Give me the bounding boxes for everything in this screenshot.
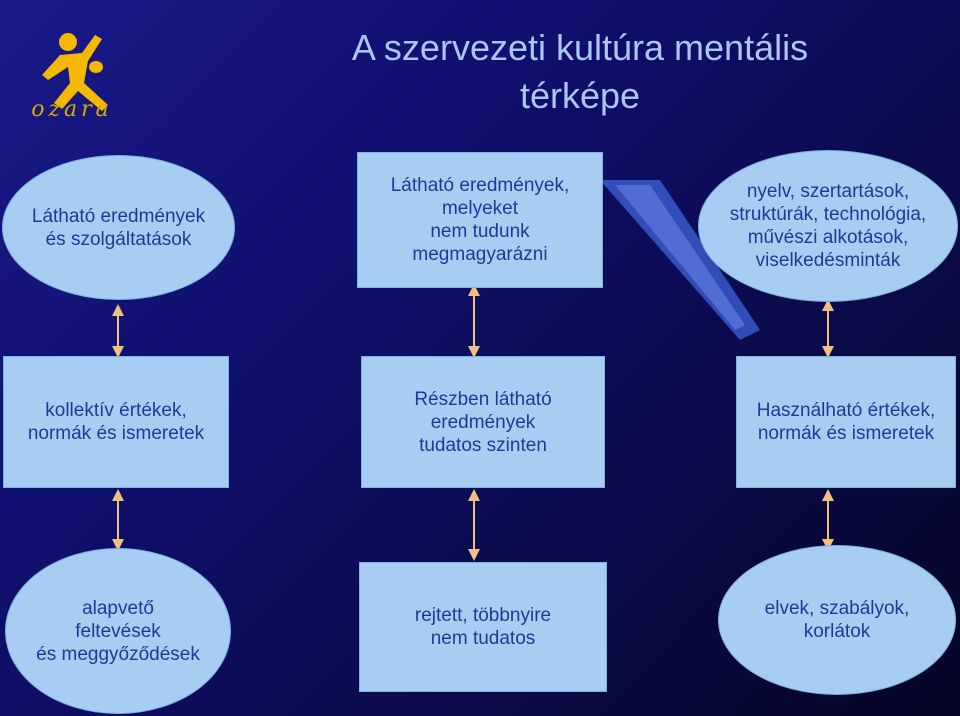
node-basic-assumptions: alapvető feltevések és meggyőződések [5, 548, 231, 714]
node-collective-values: kollektív értékek, normák és ismeretek [3, 356, 229, 488]
node-partially-visible: Részben látható eredmények tudatos szint… [361, 356, 605, 488]
node-usable-values: Használható értékek, normák és ismeretek [736, 356, 956, 488]
node-artifacts: nyelv, szertartások, struktúrák, technol… [698, 150, 958, 302]
logo-wordmark: ozara [31, 97, 113, 122]
page-title: A szervezeti kultúra mentális térképe [351, 27, 809, 116]
node-unexplained-results: Látható eredmények, melyeket nem tudunk … [357, 152, 603, 288]
node-hidden-unconscious: rejtett, többnyire nem tudatos [359, 562, 607, 692]
ozara-logo-icon [42, 33, 108, 111]
node-principles-rules: elvek, szabályok, korlátok [718, 545, 956, 695]
node-visible-results: Látható eredmények és szolgáltatások [2, 155, 235, 300]
